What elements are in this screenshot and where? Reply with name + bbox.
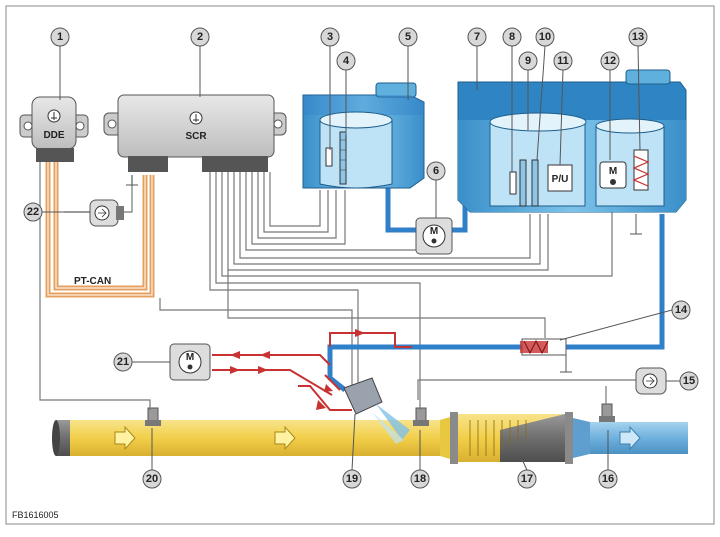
converter-cells — [469, 420, 527, 456]
reductant-inner-can-12: M — [595, 118, 665, 207]
callout-17: 17 — [517, 469, 537, 489]
svg-text:13: 13 — [632, 31, 644, 43]
svg-text:9: 9 — [525, 55, 531, 67]
callout-7: 7 — [467, 27, 487, 47]
flow-arrow-2 — [274, 425, 296, 451]
callout-20: 20 — [142, 469, 162, 489]
callout-11: 11 — [553, 51, 573, 71]
svg-text:10: 10 — [539, 31, 551, 43]
dde-label: DDE — [43, 130, 64, 141]
svg-text:17: 17 — [521, 473, 533, 485]
pu-sensor-label: P/U — [552, 174, 569, 185]
svg-text:19: 19 — [346, 473, 358, 485]
flow-arrow-1 — [114, 425, 136, 451]
line-heater — [520, 338, 572, 373]
svg-text:7: 7 — [474, 31, 480, 43]
callout-14: 14 — [671, 300, 691, 320]
callout-21: 21 — [113, 352, 133, 372]
reductant-inner-can-4 — [319, 111, 393, 189]
callout-9: 9 — [518, 51, 538, 71]
exhaust-sensor-16 — [599, 403, 615, 422]
svg-text:20: 20 — [146, 473, 158, 485]
exhaust-sensor-20 — [145, 407, 161, 426]
callout-18: 18 — [410, 469, 430, 489]
svg-text:16: 16 — [602, 473, 614, 485]
callout-4: 4 — [336, 51, 356, 71]
callout-2: 2 — [190, 27, 210, 47]
flow-arrow-3 — [619, 425, 641, 451]
sensor-22 — [89, 199, 124, 227]
compressor-motor: M — [169, 343, 211, 381]
svg-text:4: 4 — [343, 55, 350, 67]
callout-13: 13 — [628, 27, 648, 47]
reductant-inner-can-9: P/U — [489, 112, 587, 207]
svg-text:8: 8 — [509, 31, 515, 43]
delivery-pump: M — [415, 217, 453, 255]
pressure-arrows — [230, 329, 365, 410]
svg-text:2: 2 — [197, 31, 203, 43]
callout-leaders — [42, 45, 680, 471]
svg-text:5: 5 — [405, 31, 411, 43]
compressor-motor-label: M — [186, 352, 194, 363]
callout-10: 10 — [535, 27, 555, 47]
wiring-harness — [39, 160, 640, 410]
tank-pump-motor-label: M — [609, 166, 617, 177]
callout-8: 8 — [502, 27, 522, 47]
callout-5: 5 — [398, 27, 418, 47]
callout-12: 12 — [600, 51, 620, 71]
figure-code: FB1616005 — [12, 510, 59, 520]
svg-text:12: 12 — [604, 55, 616, 67]
dosing-valve — [343, 377, 410, 444]
svg-text:22: 22 — [27, 206, 39, 218]
callout-6: 6 — [426, 161, 446, 181]
delivery-pump-motor-label: M — [430, 226, 438, 237]
scr-label: SCR — [185, 131, 207, 142]
svg-text:1: 1 — [57, 31, 63, 43]
dde-control-unit: DDE — [19, 96, 89, 162]
exhaust-pipe — [52, 412, 688, 464]
exhaust-sensor-18 — [413, 407, 429, 426]
callout-15: 15 — [679, 371, 699, 391]
callout-16: 16 — [598, 469, 618, 489]
svg-text:15: 15 — [683, 375, 695, 387]
callout-19: 19 — [342, 469, 362, 489]
sensor-15 — [635, 367, 667, 395]
svg-text:6: 6 — [433, 165, 439, 177]
svg-text:18: 18 — [414, 473, 426, 485]
ground-symbol-2 — [630, 214, 642, 235]
callout-3: 3 — [320, 27, 340, 47]
svg-text:14: 14 — [675, 304, 688, 316]
svg-text:21: 21 — [117, 356, 129, 368]
svg-text:3: 3 — [327, 31, 333, 43]
ground-symbol-1 — [126, 175, 138, 186]
callout-1: 1 — [50, 27, 70, 47]
callout-22: 22 — [23, 202, 43, 222]
pt-can-label: PT-CAN — [74, 276, 111, 287]
svg-text:11: 11 — [557, 55, 569, 67]
scr-control-unit: SCR — [103, 94, 287, 172]
